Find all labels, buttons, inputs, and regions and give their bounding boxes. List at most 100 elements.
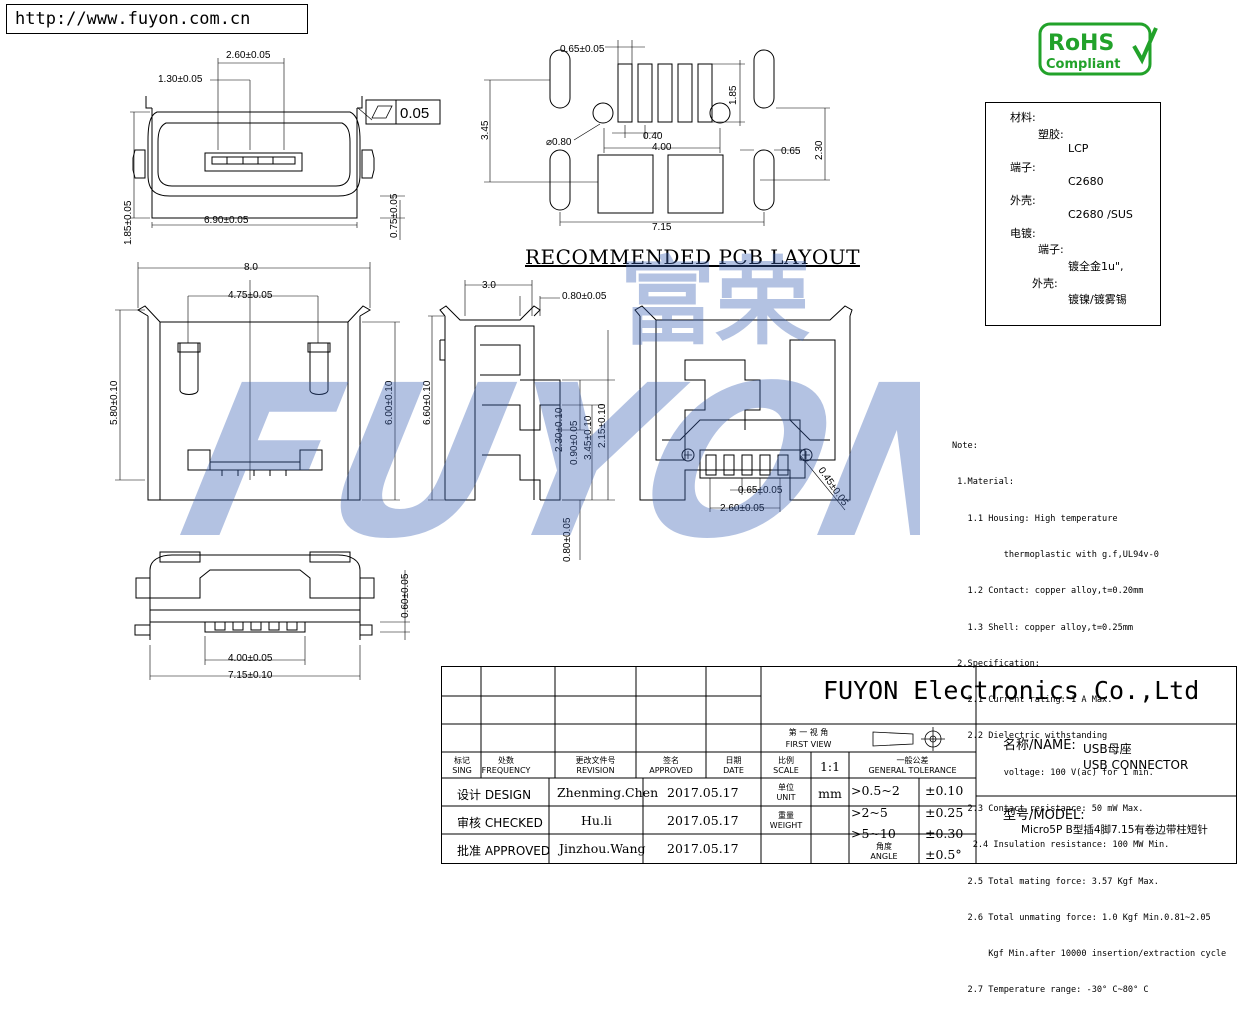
dim-pcb-7-15: 7.15 xyxy=(652,222,672,233)
angle-cn: 角度 xyxy=(876,842,892,851)
plating-label: 电镀: xyxy=(1010,227,1036,240)
note-line: 2.7 Temperature range: -30° C~80° C xyxy=(952,985,1149,996)
dim-side-6-60: 6.60±0.10 xyxy=(422,380,433,425)
material-title: 材料: xyxy=(1010,111,1036,124)
tol3-range: >5~10 xyxy=(851,826,896,841)
revision-en: REVISION xyxy=(576,766,615,775)
approved-name: Jinzhou.Wang xyxy=(559,841,646,856)
note-line: Note: xyxy=(952,441,978,452)
scale-cn: 比例 xyxy=(778,756,794,765)
first-view-en: FIRST VIEW xyxy=(785,740,832,749)
shell-label: 外壳: xyxy=(1010,194,1036,207)
plating-shell-label: 外壳: xyxy=(1032,277,1058,290)
plastic-value: LCP xyxy=(1068,142,1089,155)
dim-front-0-75: 0.75±0.05 xyxy=(389,193,400,238)
note-line: 2.3 Contact resistance: 50 mW Max. xyxy=(952,804,1144,814)
weight-cn: 重量 xyxy=(778,811,794,820)
design-date: 2017.05.17 xyxy=(667,785,739,800)
note-line: 1.Material: xyxy=(952,477,1015,488)
checked-name: Hu.li xyxy=(581,813,612,828)
revision-cn: 更改文件号 xyxy=(575,756,616,765)
name-label: 名称/NAME: xyxy=(1003,738,1076,753)
dim-pcb-0-40: 0.40 xyxy=(643,131,663,142)
dim-side-3-0: 3.0 xyxy=(482,280,496,291)
terminal-label: 端子: xyxy=(1010,161,1036,174)
tol1-value: ±0.10 xyxy=(925,783,964,798)
angle-en: ANGLE xyxy=(870,852,898,861)
mark-en: SING xyxy=(452,766,472,775)
dim-side-0-80: 0.80±0.05 xyxy=(562,291,607,302)
model-value: Micro5P B型插4脚7.15有卷边带柱短针 xyxy=(1021,824,1208,836)
side-view xyxy=(428,280,615,560)
tolerance-en: GENERAL TOLERANCE xyxy=(868,766,957,775)
dim-bottom-2-60: 2.60±0.05 xyxy=(720,503,765,514)
product-name-cn: USB母座 xyxy=(1083,742,1132,756)
dim-end-4-00: 4.00±0.05 xyxy=(228,653,273,664)
checked-label: 审核 CHECKED xyxy=(457,816,543,830)
approved-date: 2017.05.17 xyxy=(667,841,739,856)
dim-top-8-0: 8.0 xyxy=(244,262,258,273)
approved-en: APPROVED xyxy=(649,766,693,775)
dim-side-3-45: 3.45±0.10 xyxy=(583,415,594,460)
rohs-title: RoHS xyxy=(1048,31,1114,56)
dim-pcb-2-30: 2.30 xyxy=(814,140,825,160)
mark-cn: 标记 xyxy=(454,756,470,765)
freq-en: FREQUENCY xyxy=(481,766,531,775)
tol3-value: ±0.30 xyxy=(925,826,964,841)
dim-side-2-30: 2.30±0.10 xyxy=(554,407,565,452)
design-name: Zhenming.Chen xyxy=(557,785,659,800)
tol2-value: ±0.25 xyxy=(925,805,964,820)
plastic-label: 塑胶: xyxy=(1038,128,1064,141)
dim-side-2-15: 2.15±0.10 xyxy=(597,403,608,448)
dim-bottom-0-45: 0.45±0.05 xyxy=(816,465,851,508)
plating-shell-value: 镀镍/镀雾锡 xyxy=(1068,293,1127,306)
note-line: thermoplastic with g.f,UL94v-0 xyxy=(952,550,1159,561)
note-line: 2.2 Dielectric withstanding xyxy=(952,731,1108,742)
approved-label: 批准 APPROVED xyxy=(457,844,551,858)
approved-cn: 签名 xyxy=(663,756,679,765)
date-cn: 日期 xyxy=(725,756,742,765)
connector-drawing: 2.60±0.05 1.30±0.05 1.85±0.05 6.90±0.05 … xyxy=(109,40,853,681)
title-block: FUYON Electronics Co.,Ltd 第 一 视 角 FIRST … xyxy=(441,666,1237,864)
note-line: 2.6 Total unmating force: 1.0 Kgf Min.0.… xyxy=(952,912,1211,923)
rohs-badge: RoHS Compliant xyxy=(1038,22,1158,78)
dim-bottom-0-65: 0.65±0.05 xyxy=(738,485,783,496)
freq-cn: 处数 xyxy=(498,756,514,765)
note-line: 2.Specification: xyxy=(952,658,1040,669)
note-line: voltage: 100 V(ac) for 1 min. xyxy=(952,767,1154,778)
dim-pcb-4-00: 4.00 xyxy=(652,142,672,153)
dim-side-0-80b: 0.80±0.05 xyxy=(562,517,573,562)
end-view xyxy=(134,551,410,680)
company-name: FUYON Electronics Co.,Ltd xyxy=(823,676,1200,705)
plating-terminal-label: 端子: xyxy=(1038,243,1064,256)
note-line: 1.3 Shell: copper alloy,t=0.25mm xyxy=(952,622,1134,633)
unit-cn: 单位 xyxy=(778,783,794,792)
rohs-subtitle: Compliant xyxy=(1046,57,1120,72)
dim-end-7-15: 7.15±0.10 xyxy=(228,670,273,681)
tolerance-cn: 一般公差 xyxy=(896,756,929,765)
design-label: 设计 DESIGN xyxy=(457,788,532,802)
checkmark-icon xyxy=(1132,27,1158,65)
product-name-en: USB CONNECTOR xyxy=(1083,758,1189,772)
note-line: 2.5 Total mating force: 3.57 Kgf Max. xyxy=(952,876,1159,887)
dim-side-0-90: 0.90±0.05 xyxy=(569,420,580,465)
shell-value: C2680 /SUS xyxy=(1068,208,1133,221)
note-line: Kgf Min.after 10000 insertion/extraction… xyxy=(952,949,1227,960)
scale-en: SCALE xyxy=(773,766,799,775)
first-view-cn: 第 一 视 角 xyxy=(788,728,829,737)
website-url: http://www.fuyon.com.cn xyxy=(6,4,308,34)
dim-pcb-3-45: 3.45 xyxy=(480,120,491,140)
dim-pcb-0-65b: 0.65 xyxy=(781,146,801,157)
dim-pcb-0-65: 0.65±0.05 xyxy=(560,44,605,55)
dim-top-5-80: 5.80±0.10 xyxy=(109,380,120,425)
dim-front-2-60: 2.60±0.05 xyxy=(226,50,271,61)
note-line: 1.2 Contact: copper alloy,t=0.20mm xyxy=(952,586,1144,597)
dim-front-6-90: 6.90±0.05 xyxy=(204,215,249,226)
tol2-range: >2~5 xyxy=(851,805,888,820)
weight-en: WEIGHT xyxy=(769,821,803,830)
dim-top-6-00: 6.00±0.10 xyxy=(384,380,395,425)
date-en: DATE xyxy=(723,766,744,775)
plating-terminal-value: 镀全金1u", xyxy=(1068,260,1124,273)
dim-front-1-85: 1.85±0.05 xyxy=(123,200,134,245)
terminal-value: C2680 xyxy=(1068,175,1104,188)
